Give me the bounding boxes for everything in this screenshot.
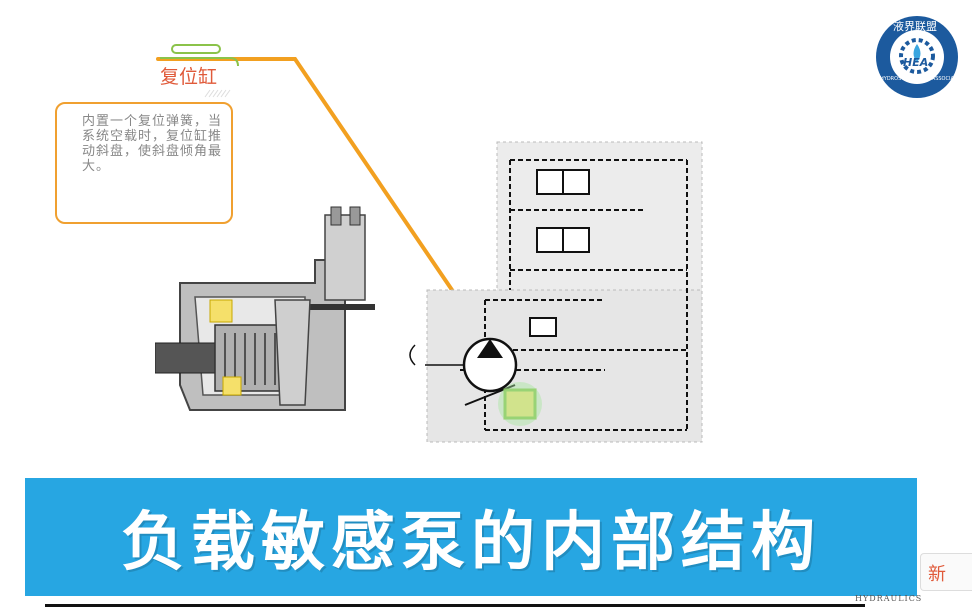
reset-cylinder-label: 复位缸	[160, 66, 218, 88]
callout-description: 内置一个复位弹簧，当系统空载时，复位缸推动斜盘，使斜盘倾角最大。	[82, 114, 223, 174]
hydraulic-schematic-icon	[409, 141, 703, 443]
title-banner	[25, 478, 917, 596]
label-capsule	[160, 44, 239, 98]
gear-logo-icon	[876, 16, 958, 98]
logo-top-text: 液界联盟	[893, 20, 937, 33]
footer-divider	[45, 604, 865, 607]
logo-center-text: HEA	[903, 56, 929, 69]
side-tab[interactable]	[920, 553, 972, 591]
pump-cutaway-icon	[155, 206, 375, 411]
callout-box	[55, 102, 233, 224]
footer-small-text: HYDRAULICS	[855, 594, 923, 603]
logo-ring-text: HYDROSTATIC ELITE ASSOCIATION	[880, 76, 960, 82]
banner-title: 负载敏感泵的内部结构	[121, 506, 821, 580]
side-tab-text: 新	[928, 564, 946, 585]
